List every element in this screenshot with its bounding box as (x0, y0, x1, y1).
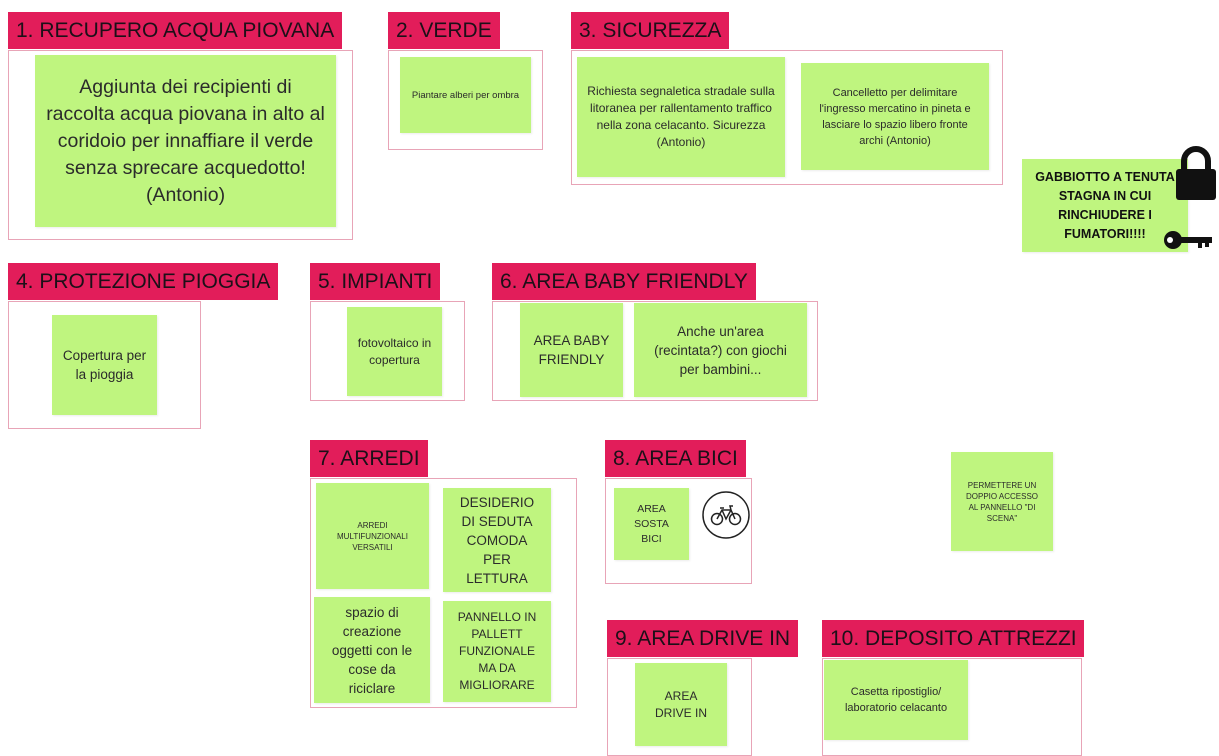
section-frame-3 (571, 50, 1003, 185)
section-header-7: 7. ARREDI (310, 440, 428, 477)
sticky-note[interactable]: Piantare alberi per ombra (400, 57, 531, 133)
section-frame-7 (310, 478, 577, 708)
section-header-1: 1. RECUPERO ACQUA PIOVANA (8, 12, 343, 49)
lock-icon (1173, 146, 1219, 202)
sticky-note[interactable]: Casetta ripostiglio/ laboratorio celacan… (824, 660, 968, 740)
section-frame-2 (388, 50, 543, 150)
sticky-note[interactable]: fotovoltaico in copertura (347, 307, 442, 396)
section-header-4: 4. PROTEZIONE PIOGGIA (8, 263, 279, 300)
sticky-note[interactable]: DESIDERIO DI SEDUTA COMODA PER LETTURA (443, 488, 551, 592)
sticky-note[interactable]: Richiesta segnaletica stradale sulla lit… (577, 57, 785, 177)
sticky-note[interactable]: Cancelletto per delimitare l'ingresso me… (801, 63, 989, 170)
sticky-note[interactable]: spazio di creazione oggetti con le cose … (314, 597, 430, 703)
section-frame-6 (492, 301, 818, 401)
section-header-3: 3. SICUREZZA (571, 12, 730, 49)
sticky-note[interactable]: AREA BABY FRIENDLY (520, 303, 623, 397)
section-frame-5 (310, 301, 465, 401)
sticky-note[interactable]: AREA DRIVE IN (635, 663, 727, 746)
key-icon (1163, 228, 1215, 252)
section-frame-4 (8, 301, 201, 429)
section-frame-8 (605, 478, 752, 584)
section-header-8: 8. AREA BICI (605, 440, 746, 477)
sticky-note[interactable]: Aggiunta dei recipienti di raccolta acqu… (35, 55, 336, 227)
sticky-note-gabbiotto[interactable]: GABBIOTTO A TENUTA STAGNA IN CUI RINCHIU… (1022, 159, 1188, 252)
bicycle-icon (700, 490, 752, 540)
section-header-10: 10. DEPOSITO ATTREZZI (822, 620, 1084, 657)
sticky-note[interactable]: Copertura per la pioggia (52, 315, 157, 415)
sticky-note[interactable]: ARREDI MULTIFUNZIONALI VERSATILI (316, 483, 429, 589)
section-header-5: 5. IMPIANTI (310, 263, 441, 300)
section-frame-1 (8, 50, 353, 240)
sticky-note[interactable]: Anche un'area (recintata?) con giochi pe… (634, 303, 807, 397)
section-header-6: 6. AREA BABY FRIENDLY (492, 263, 756, 300)
section-header-9: 9. AREA DRIVE IN (607, 620, 799, 657)
section-header-2: 2. VERDE (388, 12, 500, 49)
sticky-note[interactable]: PANNELLO IN PALLETT FUNZIONALE MA DA MIG… (443, 601, 551, 702)
sticky-note-doppio-accesso[interactable]: PERMETTERE UN DOPPIO ACCESSO AL PANNELLO… (951, 452, 1053, 551)
sticky-note[interactable]: AREA SOSTA BICI (614, 488, 689, 560)
